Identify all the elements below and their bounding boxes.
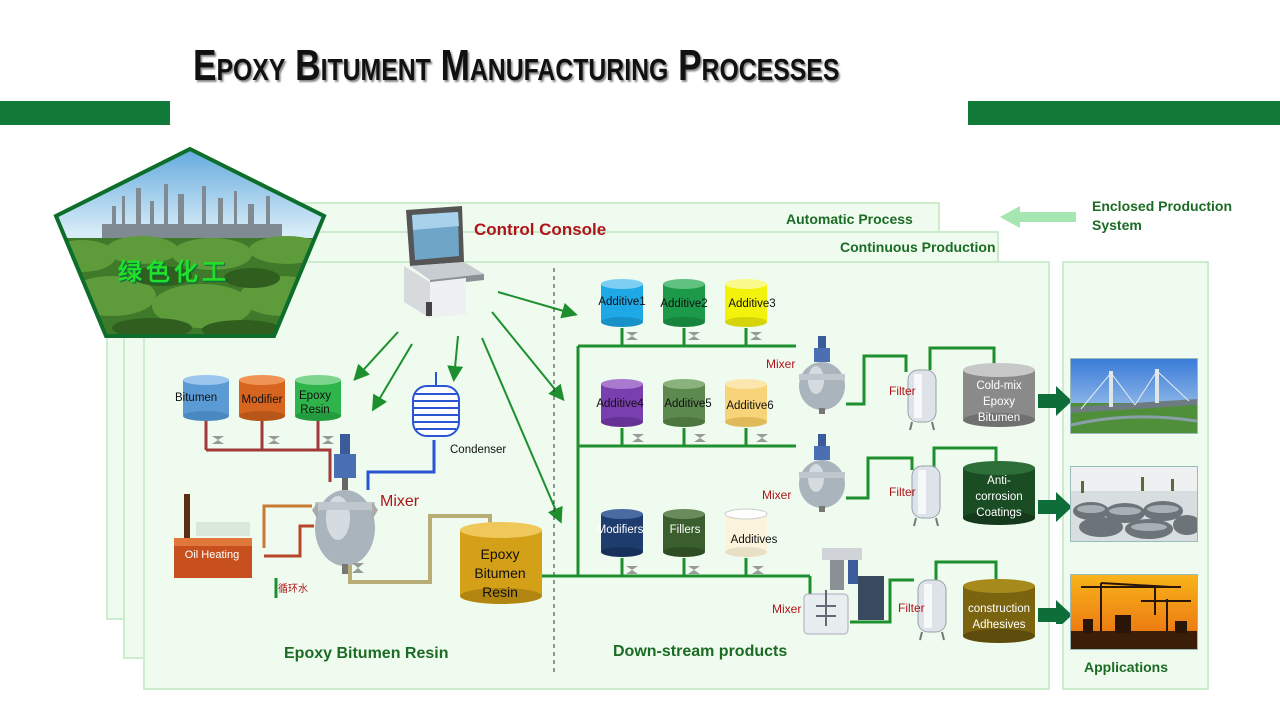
tank-label-additive4: Additive4 — [596, 398, 644, 410]
title-bar-left — [0, 101, 170, 125]
product-tank-adhesives — [963, 579, 1035, 643]
application-photo-bridge — [1070, 358, 1198, 434]
product-tank-cold-mix — [963, 363, 1035, 427]
page-title: Epoxy Bitument Manufacturing Processes — [193, 41, 840, 90]
oil-heating-icon — [174, 494, 252, 578]
product-tank-anti-corrosion — [963, 461, 1035, 525]
filter-3-label: Filter — [898, 601, 925, 615]
section-label-applications: Applications — [1084, 659, 1169, 675]
application-photo-construction — [1070, 574, 1198, 650]
control-console-icon — [404, 206, 484, 318]
badge-text: 绿色化工 — [118, 258, 230, 286]
tank-label-bitumen: Bitumen — [175, 392, 218, 404]
condenser-label: Condenser — [450, 444, 507, 456]
title-bar-right — [968, 101, 1280, 125]
main-mixer-label: Mixer — [380, 493, 420, 510]
tank-label-additive5: Additive5 — [664, 398, 712, 410]
resin-product-tank — [460, 522, 542, 604]
mixer-valve-icon — [352, 563, 364, 573]
tank-label-fillers: Fillers — [669, 524, 701, 536]
tank-additive3 — [725, 279, 767, 327]
panel-main — [143, 261, 1050, 690]
condenser-icon — [412, 372, 460, 437]
mixer-1-label: Mixer — [766, 357, 796, 371]
label-continuous-production: Continuous Production — [840, 239, 996, 255]
mixer-3-label: Mixer — [772, 602, 802, 616]
filter-2-label: Filter — [889, 485, 916, 499]
tank-additive6 — [725, 379, 767, 427]
mixer-1-icon — [799, 336, 845, 414]
mixer-3-icon — [803, 548, 884, 635]
control-console-label: Control Console — [474, 220, 607, 239]
green-chemical-badge — [53, 146, 327, 338]
tank-label-additive6: Additive6 — [726, 400, 774, 412]
product-label-cold-mix: Cold-mix Epoxy Bitumen — [976, 380, 1022, 424]
section-label-resin: Epoxy Bitumen Resin — [284, 645, 449, 662]
filter-1-icon — [907, 369, 937, 431]
filter-2-icon — [911, 465, 941, 527]
product-label-adhesives: construction Adhesives — [967, 603, 1030, 631]
tank-label-additives: Additives — [730, 534, 778, 546]
circulating-water-label: 循环水 — [278, 584, 308, 595]
mixer-2-icon — [799, 434, 845, 512]
resin-product-label: Epoxy Bitumen Resin — [474, 546, 526, 600]
application-photo-pipes — [1070, 466, 1198, 542]
main-mixer-icon — [312, 434, 378, 574]
tank-epoxy-resin — [295, 375, 341, 421]
filter-1-label: Filter — [889, 384, 916, 398]
label-enclosed-system: Enclosed Production System — [1092, 198, 1233, 233]
tank-additives — [724, 508, 768, 557]
mixer-2-label: Mixer — [762, 488, 792, 502]
tank-additive4 — [601, 379, 643, 427]
tank-label-additive1: Additive1 — [598, 296, 646, 308]
tank-fillers — [663, 509, 705, 557]
tank-label-additive2: Additive2 — [660, 298, 708, 310]
filter-3-icon — [917, 579, 947, 641]
tank-bitumen — [183, 375, 229, 421]
section-label-downstream: Down-stream products — [613, 643, 788, 660]
tank-modifiers — [601, 509, 643, 557]
oil-heating-label: Oil Heating — [184, 549, 240, 561]
product-label-anti-corrosion: Anti-corrosion Coatings — [975, 475, 1023, 519]
tank-modifier — [239, 375, 285, 421]
application-arrows — [1038, 386, 1072, 624]
label-automatic-process: Automatic Process — [786, 211, 913, 227]
enclosed-arrow-icon — [1000, 206, 1076, 228]
tank-additive2 — [663, 279, 705, 327]
tank-label-modifier: Modifier — [241, 394, 283, 406]
tank-additive1 — [601, 279, 643, 327]
tank-label-epoxy-resin: Epoxy Resin — [299, 390, 331, 416]
tank-additive5 — [663, 379, 705, 427]
tank-label-modifiers: Modifiers — [596, 524, 644, 536]
tank-label-additive3: Additive3 — [728, 298, 776, 310]
